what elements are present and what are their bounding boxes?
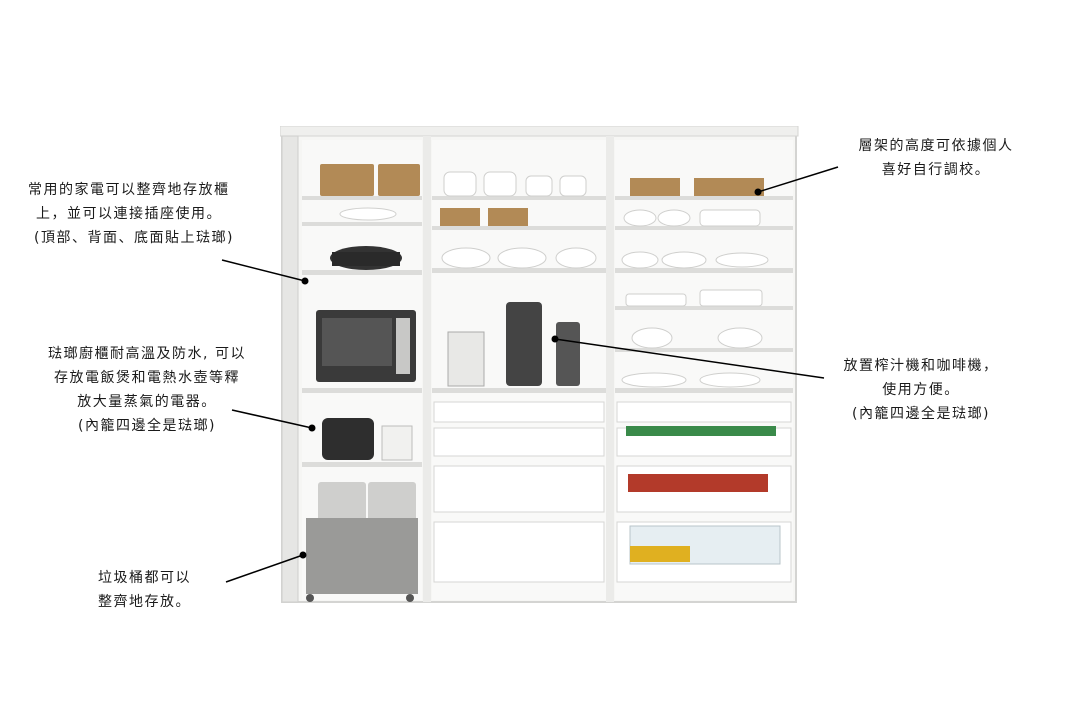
leader-dot-juicer (551, 335, 559, 343)
bottle-row (628, 474, 768, 492)
wicker-basket (488, 208, 528, 226)
wicker-basket (378, 164, 420, 196)
yellow-bottles (630, 546, 690, 562)
leader-line-appliances (221, 259, 306, 282)
cabinet-top (279, 125, 799, 137)
column-divider-1 (423, 136, 431, 602)
annotation-shelves: 層架的高度可依據個人 喜好自行調校。 (836, 134, 1036, 182)
annotation-enamel: 琺瑯廚櫃耐高溫及防水, 可以 存放電飯煲和電熱水壺等釋 放大量蒸氣的電器。 (內… (22, 342, 272, 438)
leader-dot-appliances (301, 277, 309, 285)
middle-drawers (433, 401, 605, 583)
annotation-juicer-line2: 使用方便。 (882, 382, 960, 398)
annotation-trash-line1: 垃圾桶都可以 (98, 570, 191, 586)
blender (506, 302, 542, 386)
column-divider-2 (606, 136, 614, 602)
leader-dot-enamel (308, 424, 316, 432)
coffee-maker (447, 331, 485, 387)
trash-bin (318, 482, 366, 522)
annotation-trash-line2: 整齊地存放。 (98, 594, 191, 610)
leader-dot-shelves (754, 188, 762, 196)
annotation-appliances-line1: 常用的家電可以整齊地存放櫃 (28, 182, 230, 198)
wicker-basket (440, 208, 480, 226)
annotation-juicer: 放置榨汁機和咖啡機， 使用方便。 (內籠四邊全是琺瑯) (826, 354, 1016, 426)
middle-shelves (432, 196, 606, 393)
electric-kettle (381, 425, 413, 461)
annotation-shelves-line1: 層架的高度可依據個人 (858, 138, 1014, 154)
cabinet-illustration (279, 125, 800, 612)
annotation-shelves-line2: 喜好自行調校。 (881, 162, 991, 178)
leader-line-juicer (554, 338, 825, 379)
leader-line-enamel (231, 409, 313, 429)
annotation-appliances: 常用的家電可以整齊地存放櫃 上，並可以連接插座使用。 (頂部、背面、底面貼上琺瑯… (28, 178, 234, 250)
rice-cooker (322, 418, 374, 460)
annotation-enamel-line2: 存放電飯煲和電熱水壺等釋 (54, 370, 240, 386)
bowl-row (441, 171, 597, 269)
cans-row (626, 426, 776, 436)
annotation-enamel-line1: 琺瑯廚櫃耐高溫及防水, 可以 (48, 346, 246, 362)
annotation-enamel-line3: 放大量蒸氣的電器。 (77, 394, 217, 410)
leader-line-shelves (757, 166, 839, 193)
dish-set (621, 209, 769, 388)
juicer (556, 322, 580, 386)
annotation-enamel-line4: (內籠四邊全是琺瑯) (78, 418, 216, 434)
annotation-appliances-line2: 上，並可以連接插座使用。 (36, 206, 222, 222)
trash-cart (306, 518, 418, 594)
annotation-juicer-line1: 放置榨汁機和咖啡機， (843, 358, 999, 374)
wicker-basket (630, 178, 680, 196)
left-door (281, 135, 299, 603)
annotation-appliances-line3: (頂部、背面、底面貼上琺瑯) (34, 230, 234, 246)
annotation-trash: 垃圾桶都可以 整齊地存放。 (98, 566, 191, 614)
plate-stack (339, 207, 397, 221)
wicker-basket (320, 164, 374, 196)
leader-dot-trash (299, 551, 307, 559)
trash-bin (368, 482, 416, 522)
cart-wheel (406, 594, 414, 602)
leader-line-trash (225, 554, 304, 583)
cabinet-svg (279, 125, 799, 603)
annotation-juicer-line3: (內籠四邊全是琺瑯) (852, 406, 990, 422)
wicker-basket (694, 178, 764, 196)
right-shelves (615, 196, 793, 393)
cart-wheel (306, 594, 314, 602)
left-shelves (302, 196, 422, 467)
